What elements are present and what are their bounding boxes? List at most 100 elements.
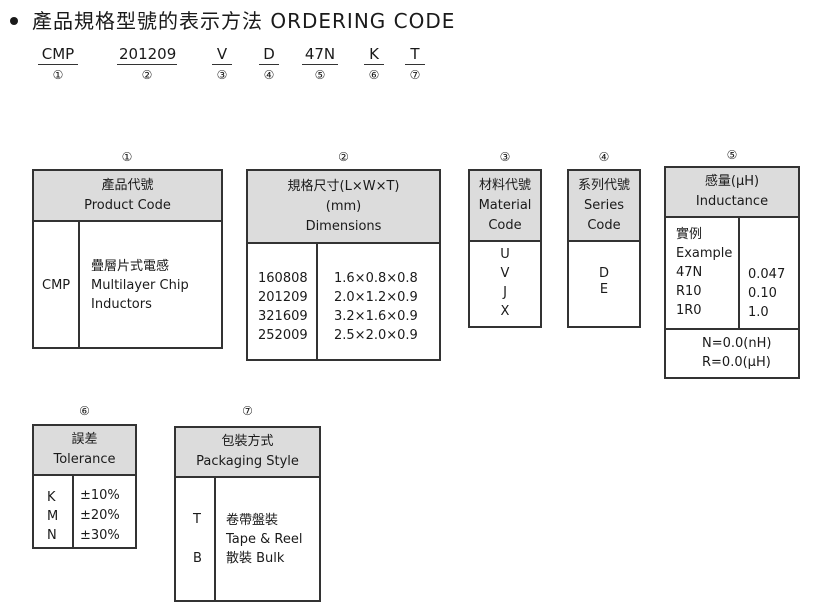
dimension-code: 321609 bbox=[258, 309, 308, 324]
code-part-tolerance: K ⑥ bbox=[364, 45, 384, 82]
tolerance-header-zh: 誤差 bbox=[71, 432, 98, 447]
tolerance-header: 誤差 Tolerance bbox=[34, 426, 135, 476]
code-segment: D bbox=[259, 45, 279, 65]
dimensions-header-l1: 規格尺寸(L×W×T) bbox=[287, 178, 400, 194]
product-code-header-zh: 產品代號 bbox=[101, 177, 154, 193]
inductance-header-l2: Inductance bbox=[695, 194, 769, 209]
bullet-icon bbox=[10, 16, 18, 25]
dimension-size: 3.2×1.6×0.9 bbox=[334, 309, 418, 324]
dimension-code: 201209 bbox=[258, 290, 308, 305]
inductance-value: 1.0 bbox=[748, 305, 769, 320]
code-segment: T bbox=[405, 45, 425, 65]
code-part-product: CMP ① bbox=[38, 45, 78, 82]
code-number: ⑤ bbox=[314, 68, 326, 82]
tolerance-codes: K M N bbox=[47, 488, 58, 545]
material-values: U V J X bbox=[470, 242, 540, 321]
inductance-value: 0.047 bbox=[748, 267, 786, 282]
page-title: 產品規格型號的表示方法 ORDERING CODE bbox=[10, 5, 455, 34]
material-header-l2: Material bbox=[478, 197, 532, 213]
inductance-value: 0.10 bbox=[748, 286, 777, 301]
series-number: ④ bbox=[598, 150, 610, 164]
column-divider bbox=[72, 474, 74, 547]
code-segment: V bbox=[212, 45, 232, 65]
packaging-t-zh: 卷帶盤裝 bbox=[226, 513, 279, 528]
dimensions-header: 規格尺寸(L×W×T) (mm) Dimensions bbox=[248, 171, 439, 244]
tolerance-code: K bbox=[47, 490, 56, 505]
inductance-number: ⑤ bbox=[726, 148, 738, 162]
dimension-code: 160808 bbox=[258, 271, 308, 286]
tolerance-value: ±10% bbox=[80, 488, 120, 503]
row-divider bbox=[666, 328, 798, 330]
tolerance-values: ±10% ±20% ±30% bbox=[80, 486, 120, 546]
inductance-example-en: Example bbox=[676, 246, 733, 261]
material-value: X bbox=[500, 304, 510, 319]
inductance-values: 0.047 0.10 1.0 bbox=[748, 265, 785, 322]
material-value: U bbox=[500, 247, 510, 262]
column-divider bbox=[214, 476, 216, 600]
inductance-code: 1R0 bbox=[676, 303, 702, 318]
inductance-code: 47N bbox=[676, 265, 703, 280]
inductance-example: 實例 Example 47N R10 1R0 bbox=[676, 225, 732, 320]
material-value: J bbox=[503, 285, 507, 300]
code-number: ⑥ bbox=[368, 68, 380, 82]
column-divider bbox=[78, 220, 80, 347]
tolerance-value: ±30% bbox=[80, 528, 120, 543]
product-code-header-en: Product Code bbox=[84, 197, 171, 213]
code-number: ⑦ bbox=[409, 68, 421, 82]
code-segment: 47N bbox=[302, 45, 338, 65]
product-code-header: 產品代號 Product Code bbox=[34, 171, 221, 222]
dimension-size: 1.6×0.8×0.8 bbox=[334, 271, 418, 286]
page-title-text: 產品規格型號的表示方法 ORDERING CODE bbox=[32, 9, 456, 33]
material-header-l1: 材料代號 bbox=[478, 177, 531, 193]
dimensions-number: ② bbox=[338, 150, 349, 164]
series-value: E bbox=[599, 282, 609, 297]
dimension-size: 2.0×1.2×0.9 bbox=[334, 290, 418, 305]
product-code-table: 產品代號 Product Code CMP 疊層片式電感 Multilayer … bbox=[32, 169, 223, 349]
code-part-packaging: T ⑦ bbox=[405, 45, 425, 82]
code-segment: CMP bbox=[38, 45, 78, 65]
series-header-l3: Code bbox=[587, 217, 621, 233]
dimension-size: 2.5×2.0×0.9 bbox=[334, 328, 418, 343]
material-header: 材料代號 Material Code bbox=[470, 171, 540, 242]
packaging-header: 包裝方式 Packaging Style bbox=[176, 428, 319, 478]
inductance-example-zh: 實例 bbox=[676, 227, 703, 242]
inductance-header-l1: 感量(μH) bbox=[704, 174, 760, 189]
series-header-l2: Series bbox=[584, 197, 624, 213]
series-value: D bbox=[598, 266, 609, 281]
series-values: D E bbox=[569, 242, 639, 298]
packaging-b-text: 散裝 Bulk bbox=[226, 551, 285, 566]
product-code-number: ① bbox=[121, 150, 133, 164]
code-number: ② bbox=[141, 68, 153, 82]
series-header: 系列代號 Series Code bbox=[569, 171, 639, 242]
packaging-table: 包裝方式 Packaging Style T B 卷帶盤裝 Tape & Ree… bbox=[174, 426, 321, 602]
code-segment: 201209 bbox=[117, 45, 177, 65]
product-code-desc-en2: Inductors bbox=[91, 297, 152, 312]
packaging-b-code: B bbox=[193, 551, 202, 566]
code-part-material: V ③ bbox=[212, 45, 232, 82]
code-part-inductance: 47N ⑤ bbox=[302, 45, 338, 82]
column-divider bbox=[316, 242, 318, 359]
column-divider bbox=[738, 216, 740, 330]
tolerance-code: N bbox=[47, 528, 57, 543]
dimensions-table: 規格尺寸(L×W×T) (mm) Dimensions 160808 20120… bbox=[246, 169, 441, 361]
packaging-descriptions: 卷帶盤裝 Tape & Reel 散裝 Bulk bbox=[226, 511, 302, 568]
code-number: ① bbox=[52, 68, 64, 82]
inductance-code: R10 bbox=[676, 284, 702, 299]
tolerance-code: M bbox=[47, 509, 59, 524]
dimension-sizes: 1.6×0.8×0.8 2.0×1.2×0.9 3.2×1.6×0.9 2.5×… bbox=[334, 269, 418, 345]
product-code-desc-zh: 疊層片式電感 bbox=[91, 259, 170, 274]
inductance-note: N=0.0(nH) bbox=[702, 336, 772, 351]
packaging-header-en: Packaging Style bbox=[196, 454, 299, 469]
dimension-code: 252009 bbox=[258, 328, 308, 343]
code-part-series: D ④ bbox=[259, 45, 279, 82]
packaging-number: ⑦ bbox=[242, 404, 253, 418]
code-number: ③ bbox=[216, 68, 228, 82]
tolerance-number: ⑥ bbox=[79, 404, 90, 418]
dimensions-header-l3: Dimensions bbox=[305, 218, 382, 234]
series-header-l1: 系列代號 bbox=[577, 177, 630, 193]
material-number: ③ bbox=[499, 150, 511, 164]
code-segment: K bbox=[364, 45, 384, 65]
material-table: 材料代號 Material Code U V J X bbox=[468, 169, 542, 328]
tolerance-table: 誤差 Tolerance K M N ±10% ±20% ±30% bbox=[32, 424, 137, 549]
series-table: 系列代號 Series Code D E bbox=[567, 169, 641, 328]
